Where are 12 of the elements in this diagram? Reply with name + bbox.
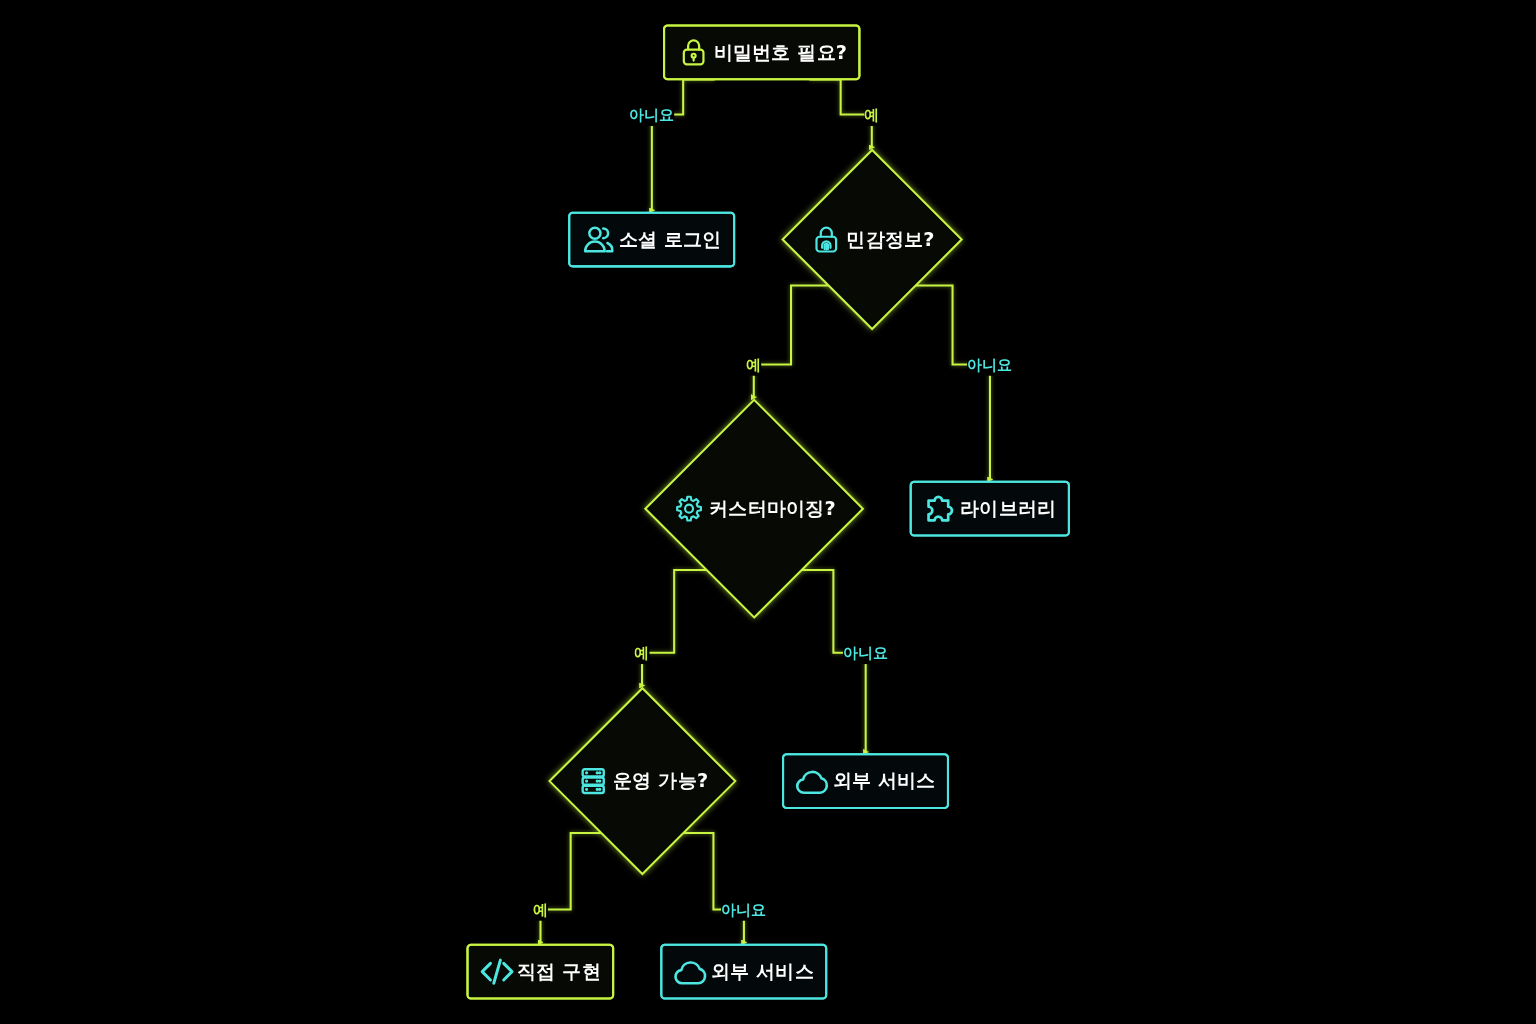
edge-label: 예 <box>634 644 650 662</box>
node-diamond: 민감정보? <box>780 148 963 331</box>
edge-label: 아니요 <box>720 900 767 919</box>
arrow <box>750 284 829 401</box>
edge-label: 예 <box>746 355 762 374</box>
edge-label: 아니요 <box>966 355 1013 374</box>
node-diamond: 운영 가능? <box>547 686 737 876</box>
edge-label: 예 <box>864 105 880 124</box>
edge-label: 아니요 <box>842 644 889 662</box>
edge-label: 예 <box>532 900 548 919</box>
edge-label: 아니요 <box>628 105 675 124</box>
node-diamond: 커스터마이징? <box>643 398 865 619</box>
